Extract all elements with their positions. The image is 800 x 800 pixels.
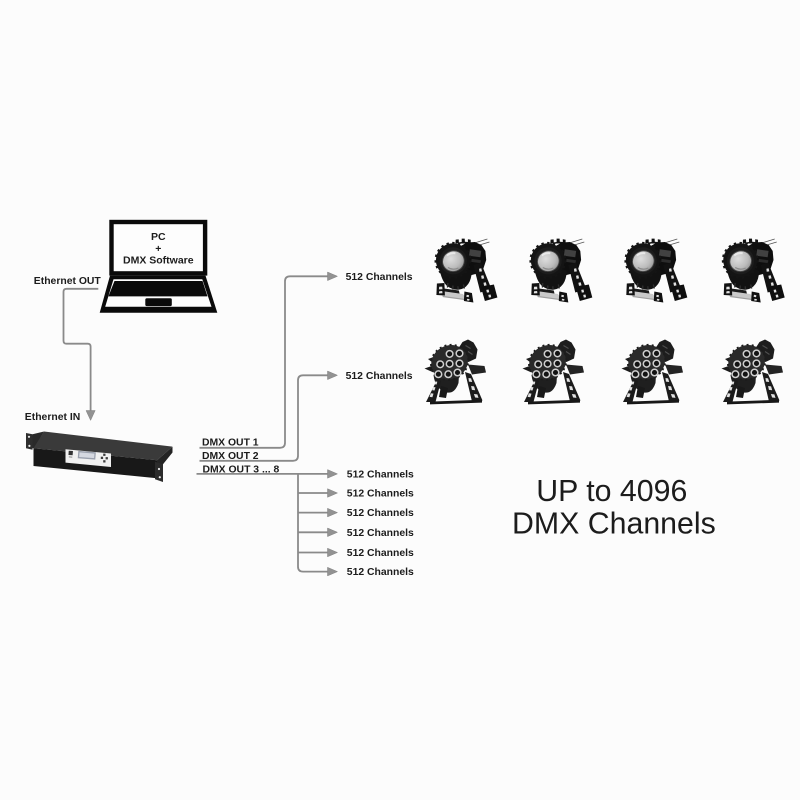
svg-text:UP to 4096: UP to 4096 <box>536 475 687 508</box>
svg-text:DMX Software: DMX Software <box>123 255 194 267</box>
svg-text:512 Channels: 512 Channels <box>346 272 413 283</box>
svg-text:DMX OUT 1: DMX OUT 1 <box>202 438 259 449</box>
svg-text:512 Channels: 512 Channels <box>347 567 414 578</box>
svg-text:+: + <box>155 243 161 255</box>
svg-text:512 Channels: 512 Channels <box>347 508 414 519</box>
svg-text:PC: PC <box>151 231 166 243</box>
svg-text:512 Channels: 512 Channels <box>347 470 414 481</box>
svg-text:DMX OUT 3 ... 8: DMX OUT 3 ... 8 <box>203 464 280 475</box>
svg-text:Ethernet OUT: Ethernet OUT <box>34 276 102 287</box>
svg-text:512 Channels: 512 Channels <box>347 528 414 539</box>
svg-text:512 Channels: 512 Channels <box>347 548 414 559</box>
svg-text:512 Channels: 512 Channels <box>347 489 414 500</box>
svg-text:512 Channels: 512 Channels <box>346 371 413 382</box>
svg-text:DMX Channels: DMX Channels <box>512 508 716 541</box>
svg-text:DMX OUT 2: DMX OUT 2 <box>202 451 259 462</box>
svg-text:Ethernet IN: Ethernet IN <box>25 412 80 423</box>
